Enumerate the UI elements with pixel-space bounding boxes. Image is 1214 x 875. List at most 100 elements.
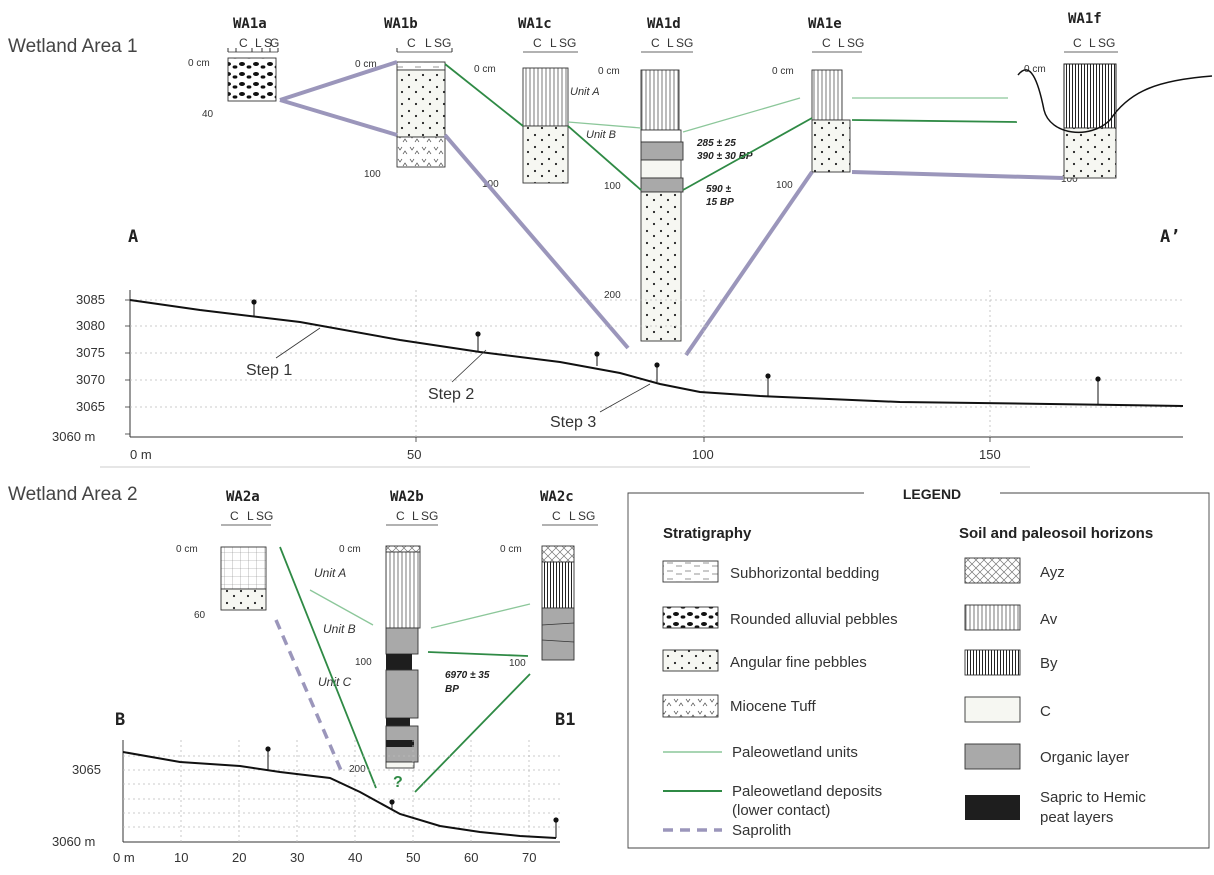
pebbles-swatch-icon bbox=[662, 606, 719, 629]
scale-l: L bbox=[550, 36, 557, 50]
core-wa1e: WA1e C L S G 0 cm 100 bbox=[772, 16, 864, 191]
legend-item-by: By bbox=[964, 649, 1058, 676]
y-tick-3065-b: 3065 bbox=[72, 762, 101, 777]
area1-title: Wetland Area 1 bbox=[8, 36, 138, 57]
wa2b-top: 0 cm bbox=[339, 544, 361, 555]
wa1a-bottom: 40 bbox=[202, 109, 214, 120]
c-swatch-icon bbox=[964, 696, 1021, 723]
y-tick-3060-b: 3060 m bbox=[52, 834, 95, 849]
wa1d-100: 100 bbox=[604, 181, 621, 192]
legend-bedding-label: Subhorizontal bedding bbox=[730, 565, 879, 582]
legend-av-label: Av bbox=[1040, 611, 1058, 628]
y-tick-3075: 3075 bbox=[76, 345, 105, 360]
wa2b-100: 100 bbox=[355, 657, 372, 668]
wa1c-top: 0 cm bbox=[474, 64, 496, 75]
date-15bp: 15 BP bbox=[706, 197, 734, 208]
organic-swatch-icon bbox=[964, 743, 1021, 770]
wa2c-bottom: 100 bbox=[509, 658, 526, 669]
section-a-label: A bbox=[128, 227, 138, 247]
legend-ayz-label: Ayz bbox=[1040, 564, 1065, 581]
texture-scale: C L S G bbox=[221, 509, 273, 526]
wa2a-bottom: 60 bbox=[194, 610, 206, 621]
core-wa1a-label: WA1a bbox=[233, 16, 267, 32]
legend-soil-heading: Soil and paleosoil horizons bbox=[959, 525, 1153, 542]
wa2b-unit-b: Unit B bbox=[323, 622, 356, 636]
core-wa1f: WA1f C L S G 0 cm 100 bbox=[1017, 11, 1213, 185]
scale-g: G bbox=[264, 509, 273, 523]
y-tick-3085: 3085 bbox=[76, 292, 105, 307]
x-tick-b-10: 10 bbox=[174, 850, 188, 865]
texture-scale: C L S G bbox=[641, 36, 693, 53]
scale-s: S bbox=[264, 36, 272, 50]
x-tick-b-20: 20 bbox=[232, 850, 246, 865]
scale-s: S bbox=[1098, 36, 1106, 50]
av-swatch-icon bbox=[964, 604, 1021, 631]
scale-g: G bbox=[567, 36, 576, 50]
core-wa2c: WA2c C L S G 0 cm 100 bbox=[500, 489, 598, 669]
legend-saprolith-label: Saprolith bbox=[732, 822, 791, 839]
legend-pebbles-label: Rounded alluvial pebbles bbox=[730, 611, 898, 628]
wa2b-200: 200 bbox=[349, 764, 366, 775]
texture-scale: C L S G bbox=[386, 509, 438, 526]
surface-profile-wa1f bbox=[1017, 69, 1213, 134]
wa1f-top: 0 cm bbox=[1024, 64, 1046, 75]
wa1a-top: 0 cm bbox=[188, 58, 210, 69]
scale-l: L bbox=[412, 509, 419, 523]
scale-c: C bbox=[1073, 36, 1082, 50]
core-wa1b: WA1b C L S G 0 cm 100 bbox=[355, 16, 453, 180]
texture-scale: C L S G bbox=[1064, 36, 1118, 53]
scale-l: L bbox=[838, 36, 845, 50]
texture-scale: C L S G bbox=[523, 36, 578, 53]
scale-g: G bbox=[429, 509, 438, 523]
scale-s: S bbox=[434, 36, 442, 50]
legend-peat-label: Sapric to Hemic bbox=[1040, 789, 1146, 806]
core-wa2a: WA2a C L S G 0 cm 60 bbox=[176, 489, 273, 621]
peat-swatch-icon bbox=[965, 795, 1020, 820]
core-wa2c-label: WA2c bbox=[540, 489, 574, 505]
wa1b-bottom: 100 bbox=[364, 169, 381, 180]
by-swatch-icon bbox=[964, 649, 1021, 676]
legend-item-peat: Sapric to Hemic peat layers bbox=[965, 789, 1146, 826]
core-wa1b-label: WA1b bbox=[384, 16, 418, 32]
legend-item-paleowetland-units: Paleowetland units bbox=[663, 744, 858, 761]
texture-scale: C L S G bbox=[812, 36, 864, 53]
wa2b-unit-c: Unit C bbox=[318, 675, 352, 689]
legend-c-label: C bbox=[1040, 703, 1051, 720]
legend-by-label: By bbox=[1040, 655, 1058, 672]
scale-l: L bbox=[247, 509, 254, 523]
legend-item-tuff: Miocene Tuff bbox=[662, 694, 816, 718]
scale-c: C bbox=[230, 509, 239, 523]
x-tick-b-70: 70 bbox=[522, 850, 536, 865]
correlation-lines-area1 bbox=[279, 60, 1064, 357]
scale-s: S bbox=[578, 509, 586, 523]
core-wa1c: WA1c C L S G 0 cm 100 Unit A Unit B bbox=[474, 16, 616, 190]
wa1c-unit-a: Unit A bbox=[570, 86, 600, 98]
core-wa2b-label: WA2b bbox=[390, 489, 424, 505]
profile-area1: 3085 3080 3075 3070 3065 3060 m 0 m 50 1… bbox=[52, 290, 1184, 462]
scale-c: C bbox=[651, 36, 660, 50]
legend-title: LEGEND bbox=[903, 486, 961, 502]
legend-item-paleowetland-deposits: Paleowetland deposits (lower contact) bbox=[663, 783, 882, 819]
scale-c: C bbox=[533, 36, 542, 50]
legend-deposits-label: Paleowetland deposits bbox=[732, 783, 882, 800]
wa1d-200: 200 bbox=[604, 290, 621, 301]
x-tick-b-60: 60 bbox=[464, 850, 478, 865]
wa2a-top: 0 cm bbox=[176, 544, 198, 555]
wa1b-top: 0 cm bbox=[355, 59, 377, 70]
date-6970: 6970 ± 35 bbox=[445, 670, 490, 681]
legend-item-ayz: Ayz bbox=[964, 557, 1065, 584]
date-285: 285 ± 25 bbox=[696, 138, 736, 149]
x-tick-100: 100 bbox=[692, 447, 714, 462]
date-590: 590 ± bbox=[706, 184, 731, 195]
scale-s: S bbox=[676, 36, 684, 50]
scale-c: C bbox=[407, 36, 416, 50]
scale-l: L bbox=[255, 36, 262, 50]
legend-item-bedding: Subhorizontal bedding bbox=[662, 560, 879, 583]
y-tick-3080: 3080 bbox=[76, 318, 105, 333]
scale-g: G bbox=[586, 509, 595, 523]
legend-item-organic: Organic layer bbox=[964, 743, 1129, 770]
scale-s: S bbox=[847, 36, 855, 50]
core-wa1e-label: WA1e bbox=[808, 16, 842, 32]
wa1c-unit-b: Unit B bbox=[586, 129, 616, 141]
